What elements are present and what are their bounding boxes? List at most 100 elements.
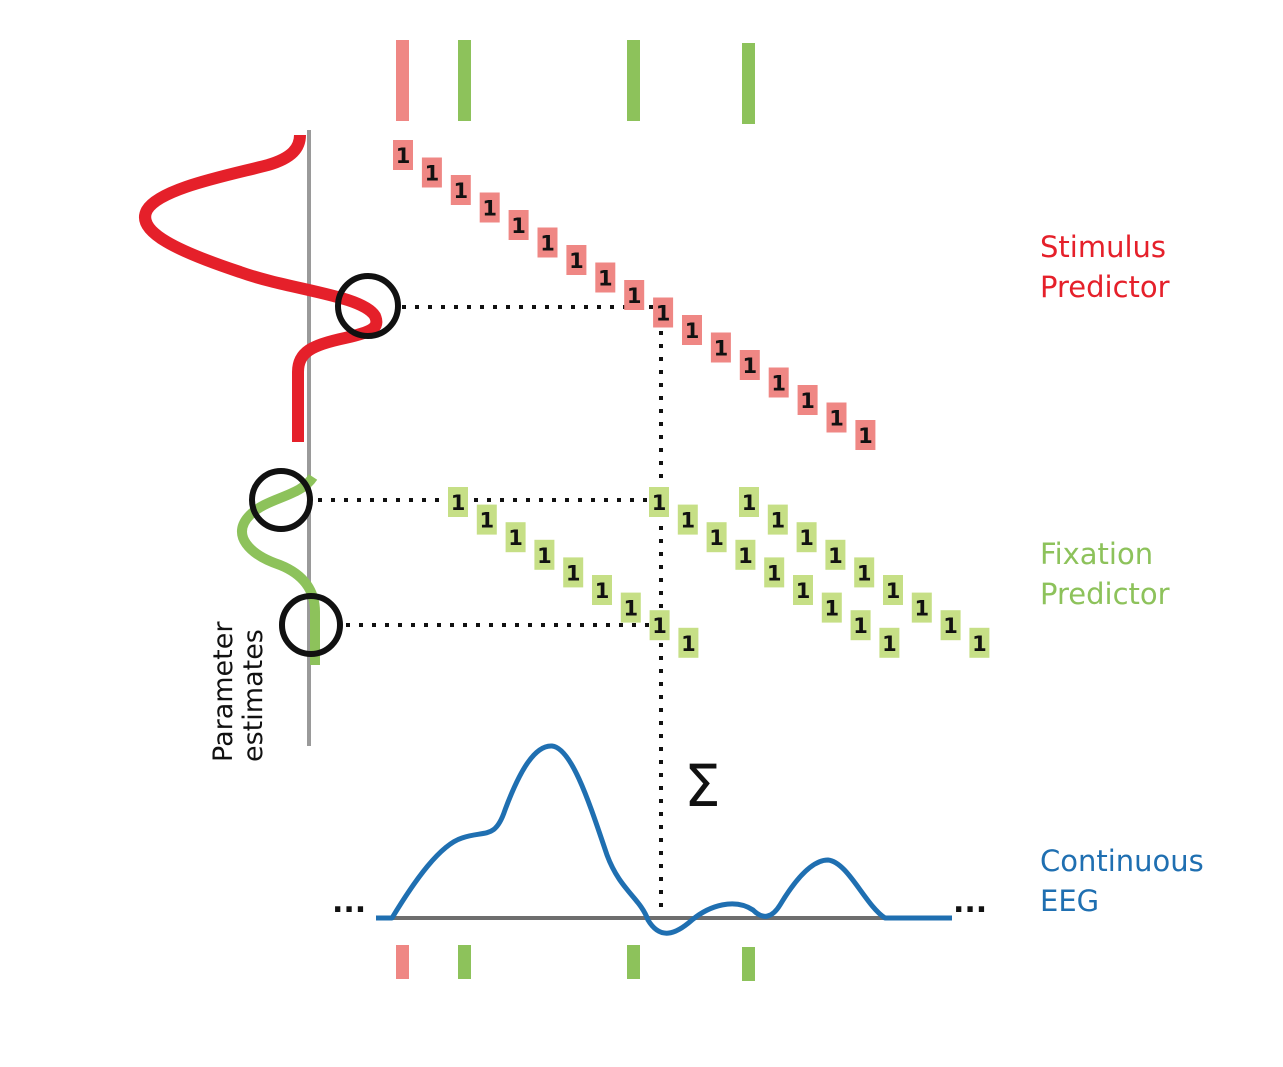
stimulus-matrix-cell (855, 420, 876, 450)
fixation-matrix-cell (476, 504, 497, 535)
fixation-matrix-cell (706, 522, 727, 553)
eeg-label: Continuous (1040, 844, 1204, 878)
stimulus-matrix-entry: 1 (800, 389, 815, 413)
fixation-matrix-entry: 1 (681, 632, 696, 656)
fixation-event-marker (627, 40, 640, 121)
fixation-matrix-entry: 1 (451, 491, 466, 515)
fixation-event-marker (458, 945, 471, 979)
stimulus-matrix-entry: 1 (656, 302, 671, 326)
sigma-icon: Σ (684, 752, 721, 820)
fixation-matrix-entry: 1 (738, 544, 753, 568)
fixation-matrix-entry: 1 (799, 526, 814, 550)
fixation-matrix-cell (448, 487, 468, 517)
stimulus-matrix-entry: 1 (829, 407, 844, 431)
stimulus-matrix-cell (537, 227, 558, 258)
fixation-matrix-entry: 1 (796, 579, 811, 603)
fixation-matrix-entry: 1 (914, 597, 929, 621)
parameter-label-line1: Parameter (208, 621, 239, 762)
fixation-matrix-entry: 1 (886, 579, 901, 603)
stimulus-matrix-cell (421, 157, 442, 188)
fixation-matrix-entry: 1 (882, 632, 897, 656)
parameter-estimates-label: Parameter estimates (208, 621, 269, 762)
fixation-matrix-cell (940, 610, 961, 641)
fixation-matrix-cell (592, 575, 612, 605)
ellipsis-right: ... (953, 885, 987, 920)
stimulus-matrix-cell (653, 297, 674, 328)
fixation-matrix-entry: 1 (943, 614, 958, 638)
fixation-matrix-cell (505, 522, 526, 553)
selection-circle-icon (335, 273, 401, 339)
stimulus-matrix-cell (595, 262, 616, 293)
fixation-matrix-entry: 1 (742, 491, 757, 515)
fixation-matrix-cell (649, 487, 669, 517)
fixation-matrix-cell (793, 575, 813, 605)
eeg-signal (376, 743, 952, 936)
fixation-matrix-cell (883, 575, 903, 605)
stimulus-response-curve (139, 134, 383, 442)
eeg-label: EEG (1040, 884, 1099, 918)
stimulus-matrix-cell (566, 245, 587, 275)
fixation-matrix-entry: 1 (508, 526, 523, 550)
fixation-matrix-entry: 1 (652, 491, 667, 515)
stimulus-predictor-label: Predictor (1040, 270, 1170, 304)
parameter-label-line2: estimates (238, 629, 269, 762)
dotted-guides (318, 305, 663, 920)
stimulus-matrix-cell (508, 210, 529, 240)
stimulus-event-marker (396, 945, 409, 979)
stimulus-matrix-entry: 1 (453, 179, 468, 203)
fixation-matrix-cell (620, 592, 641, 623)
stimulus-matrix-entry: 1 (511, 214, 526, 238)
stimulus-matrix-cell (393, 140, 413, 170)
fixation-matrix-entry: 1 (709, 526, 724, 550)
fixation-matrix-cell (563, 557, 584, 588)
stimulus-matrix-entry: 1 (742, 354, 757, 378)
stimulus-matrix-entry: 1 (598, 267, 613, 291)
stimulus-matrix-cell (450, 175, 471, 205)
event-markers-top (396, 40, 755, 124)
fixation-matrix-cell (678, 627, 699, 658)
selection-circle-icon (249, 468, 313, 532)
stimulus-matrix-entry: 1 (569, 249, 584, 273)
stimulus-matrix-entry: 1 (482, 197, 497, 221)
stimulus-matrix-cell (768, 367, 789, 398)
fixation-matrix-cell (534, 539, 555, 570)
stimulus-event-marker (396, 40, 409, 121)
fixation-matrix-entry: 1 (479, 509, 494, 533)
fixation-event-marker (742, 43, 755, 124)
stimulus-matrix-entry: 1 (425, 162, 440, 186)
fixation-matrix-entry: 1 (595, 579, 610, 603)
stimulus-matrix-cell (624, 280, 645, 310)
fixation-matrix-cell (796, 522, 817, 553)
fixation-matrix-entry: 1 (828, 544, 843, 568)
fixation-matrix-cell (821, 592, 842, 623)
fixation-matrix-entry: 1 (972, 632, 987, 656)
fixation-matrix-entry: 1 (680, 509, 695, 533)
stimulus-matrix-cell (682, 315, 702, 345)
fixation-matrix-cell (767, 504, 788, 535)
stimulus-matrix-cell (710, 332, 731, 363)
stimulus-matrix-cell (479, 192, 500, 223)
stimulus-matrix-entry: 1 (540, 232, 555, 256)
stimulus-matrix-cell (826, 402, 847, 433)
event-markers-bottom (396, 945, 755, 981)
fixation-matrix-entry: 1 (652, 614, 667, 638)
fixation-matrix-cell (850, 610, 871, 641)
fixation-predictor-label: Fixation (1040, 537, 1153, 571)
stimulus-matrix-cell (797, 385, 818, 415)
fixation-response-curve (237, 473, 320, 665)
fixation-matrix-entry: 1 (623, 597, 638, 621)
stimulus-matrix-entry: 1 (396, 144, 411, 168)
stimulus-matrix-entry: 1 (685, 319, 700, 343)
stimulus-predictor-label: Stimulus (1040, 230, 1166, 264)
fixation-matrix-entry: 1 (824, 597, 839, 621)
fixation-matrix-entry: 1 (537, 544, 552, 568)
stimulus-matrix-entry: 1 (627, 284, 642, 308)
fixation-matrix-cell (764, 557, 785, 588)
ellipsis-left: ... (332, 885, 366, 920)
fixation-matrix-cell (677, 504, 698, 535)
fixation-matrix-entry: 1 (857, 561, 872, 585)
fixation-event-marker (627, 945, 640, 979)
fixation-matrix-cell (969, 627, 990, 658)
